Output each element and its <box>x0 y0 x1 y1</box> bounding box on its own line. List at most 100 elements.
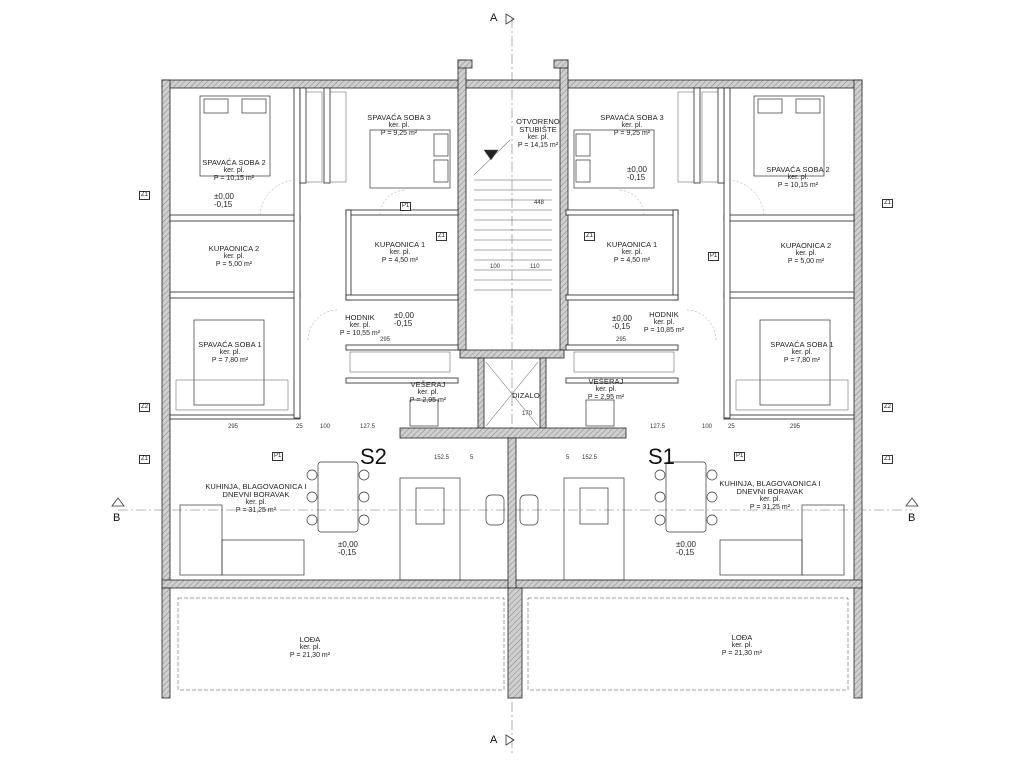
room-floor: ker. pl. <box>731 642 753 649</box>
window-tag: Z1 <box>584 232 596 241</box>
room-left-spavaca-soba-2: SPAVAĆA SOBA 2 ker. pl. P = 10,15 m² <box>202 159 266 183</box>
room-floor: ker. pl. <box>388 122 410 129</box>
window-tag: Z1 <box>436 232 448 241</box>
dimension: 127.5 <box>650 424 666 430</box>
dimension: 100 <box>320 424 331 430</box>
dimension: 295 <box>228 424 239 430</box>
window-tag: P1 <box>708 252 720 261</box>
wardrobes <box>175 91 849 411</box>
room-right-spavaca-soba-1: SPAVAĆA SOBA 1 ker. pl. P = 7,80 m² <box>770 341 834 365</box>
section-mark-a-bottom: A <box>490 734 498 746</box>
room-area: P = 7,80 m² <box>211 357 249 364</box>
unit-label-s1: S1 <box>648 444 675 469</box>
room-floor: ker. pl. <box>653 319 675 326</box>
room-floor: ker. pl. <box>621 122 643 129</box>
room-name: OTVORENO <box>516 117 560 126</box>
room-area: P = 21,30 m² <box>721 650 763 657</box>
room-floor: ker. pl. <box>759 496 781 503</box>
window-tag: Z1 <box>882 199 894 208</box>
room-area: P = 5,00 m² <box>215 261 253 268</box>
room-right-kupaonica-2: KUPAONICA 2 ker. pl. P = 5,00 m² <box>781 242 832 266</box>
room-area: P = 10,15 m² <box>213 175 255 182</box>
room-name: KUPAONICA 2 <box>208 244 260 253</box>
room-name: KUPAONICA 2 <box>780 241 832 250</box>
room-area: P = 2,95 m² <box>587 394 625 401</box>
window-tag: Z1 <box>882 455 894 464</box>
room-right-loda: LOĐA ker. pl. P = 21,30 m² <box>722 634 762 658</box>
room-area: P = 7,80 m² <box>783 357 821 364</box>
dimension: 170 <box>522 411 533 417</box>
dimension: 100 <box>490 264 501 270</box>
window-tag: P1 <box>734 452 746 461</box>
room-area: P = 21,30 m² <box>289 652 331 659</box>
room-name: SPAVAĆA SOBA 2 <box>202 158 266 167</box>
dimension: 152.5 <box>434 455 450 461</box>
section-mark-b-left: B <box>113 512 121 524</box>
room-left-kupaonica-2: KUPAONICA 2 ker. pl. P = 5,00 m² <box>209 245 260 269</box>
dimension: 295 <box>380 337 391 343</box>
room-left-kupaonica-1: KUPAONICA 1 ker. pl. P = 4,50 m² <box>375 241 426 265</box>
room-area: P = 10,85 m² <box>643 327 685 334</box>
window-tag: Z2 <box>882 403 894 412</box>
room-name: LOĐA <box>299 635 321 644</box>
room-left-veseraj: VEŠERAJ ker. pl. P = 2,95 m² <box>410 381 446 405</box>
room-right-veseraj: VEŠERAJ ker. pl. P = 2,95 m² <box>588 378 624 402</box>
unit-label-s2: S2 <box>360 444 387 469</box>
room-right-spavaca-soba-3: SPAVAĆA SOBA 3 ker. pl. P = 9,25 m² <box>600 114 664 138</box>
room-name: VEŠERAJ <box>410 380 446 389</box>
room-floor: ker. pl. <box>795 250 817 257</box>
room-name-2: STUBIŠTE <box>519 125 557 134</box>
room-floor: ker. pl. <box>791 349 813 356</box>
room-stair: OTVORENO STUBIŠTE ker. pl. P = 14,15 m² <box>516 118 560 150</box>
dimension: 5 <box>470 455 474 461</box>
room-name: KUHINJA, BLAGOVAONICA I <box>205 482 307 491</box>
room-name: KUPAONICA 1 <box>606 240 658 249</box>
room-name: SPAVAĆA SOBA 3 <box>367 113 431 122</box>
room-name: HODNIK <box>345 313 375 322</box>
room-area: P = 31,25 m² <box>749 504 791 511</box>
room-area: P = 14,15 m² <box>517 142 559 149</box>
room-floor: ker. pl. <box>245 499 267 506</box>
room-area: P = 31,25 m² <box>235 507 277 514</box>
room-floor: ker. pl. <box>299 644 321 651</box>
room-area: P = 10,15 m² <box>777 182 819 189</box>
room-name: VEŠERAJ <box>588 377 624 386</box>
window-tag: P1 <box>400 202 412 211</box>
room-right-kupaonica-1: KUPAONICA 1 ker. pl. P = 4,50 m² <box>607 241 658 265</box>
room-right-kuhinja: KUHINJA, BLAGOVAONICA I DNEVNI BORAVAK k… <box>719 480 820 512</box>
dimension: 110 <box>530 264 540 270</box>
level-mark: ±0,00-0,15 <box>214 192 234 209</box>
room-floor: ker. pl. <box>389 249 411 256</box>
beds <box>193 95 831 406</box>
dimension: 5 <box>566 455 570 461</box>
window-tag: Z1 <box>139 455 151 464</box>
window-tag: P1 <box>272 452 284 461</box>
room-area: P = 4,50 m² <box>381 257 419 264</box>
window-tag: Z1 <box>139 191 151 200</box>
room-left-loda: LOĐA ker. pl. P = 21,30 m² <box>290 636 330 660</box>
door-swings <box>259 179 765 341</box>
level-mark: ±0,00-0,15 <box>612 314 632 331</box>
level-mark: ±0,00-0,15 <box>627 165 647 182</box>
room-left-spavaca-soba-3: SPAVAĆA SOBA 3 ker. pl. P = 9,25 m² <box>367 114 431 138</box>
room-left-kuhinja: KUHINJA, BLAGOVAONICA I DNEVNI BORAVAK k… <box>205 483 306 515</box>
stair-treads <box>473 139 552 291</box>
section-arrow-a-bottom <box>505 734 515 746</box>
room-area: P = 9,25 m² <box>380 130 418 137</box>
window-tag: Z2 <box>139 403 151 412</box>
room-floor: ker. pl. <box>349 322 371 329</box>
room-left-spavaca-soba-1: SPAVAĆA SOBA 1 ker. pl. P = 7,80 m² <box>198 341 262 365</box>
furniture <box>179 399 845 581</box>
room-name: KUPAONICA 1 <box>374 240 426 249</box>
lift-cross <box>485 361 539 427</box>
room-right-hodnik: HODNIK ker. pl. P = 10,85 m² <box>644 311 684 335</box>
room-floor: ker. pl. <box>219 349 241 356</box>
room-lift: DIZALO <box>512 392 540 400</box>
room-floor: ker. pl. <box>787 174 809 181</box>
room-floor: ker. pl. <box>417 389 439 396</box>
room-name-2: DNEVNI BORAVAK <box>736 487 804 496</box>
room-right-spavaca-soba-2: SPAVAĆA SOBA 2 ker. pl. P = 10,15 m² <box>766 166 830 190</box>
room-name: SPAVAĆA SOBA 1 <box>770 340 834 349</box>
room-area: P = 4,50 m² <box>613 257 651 264</box>
